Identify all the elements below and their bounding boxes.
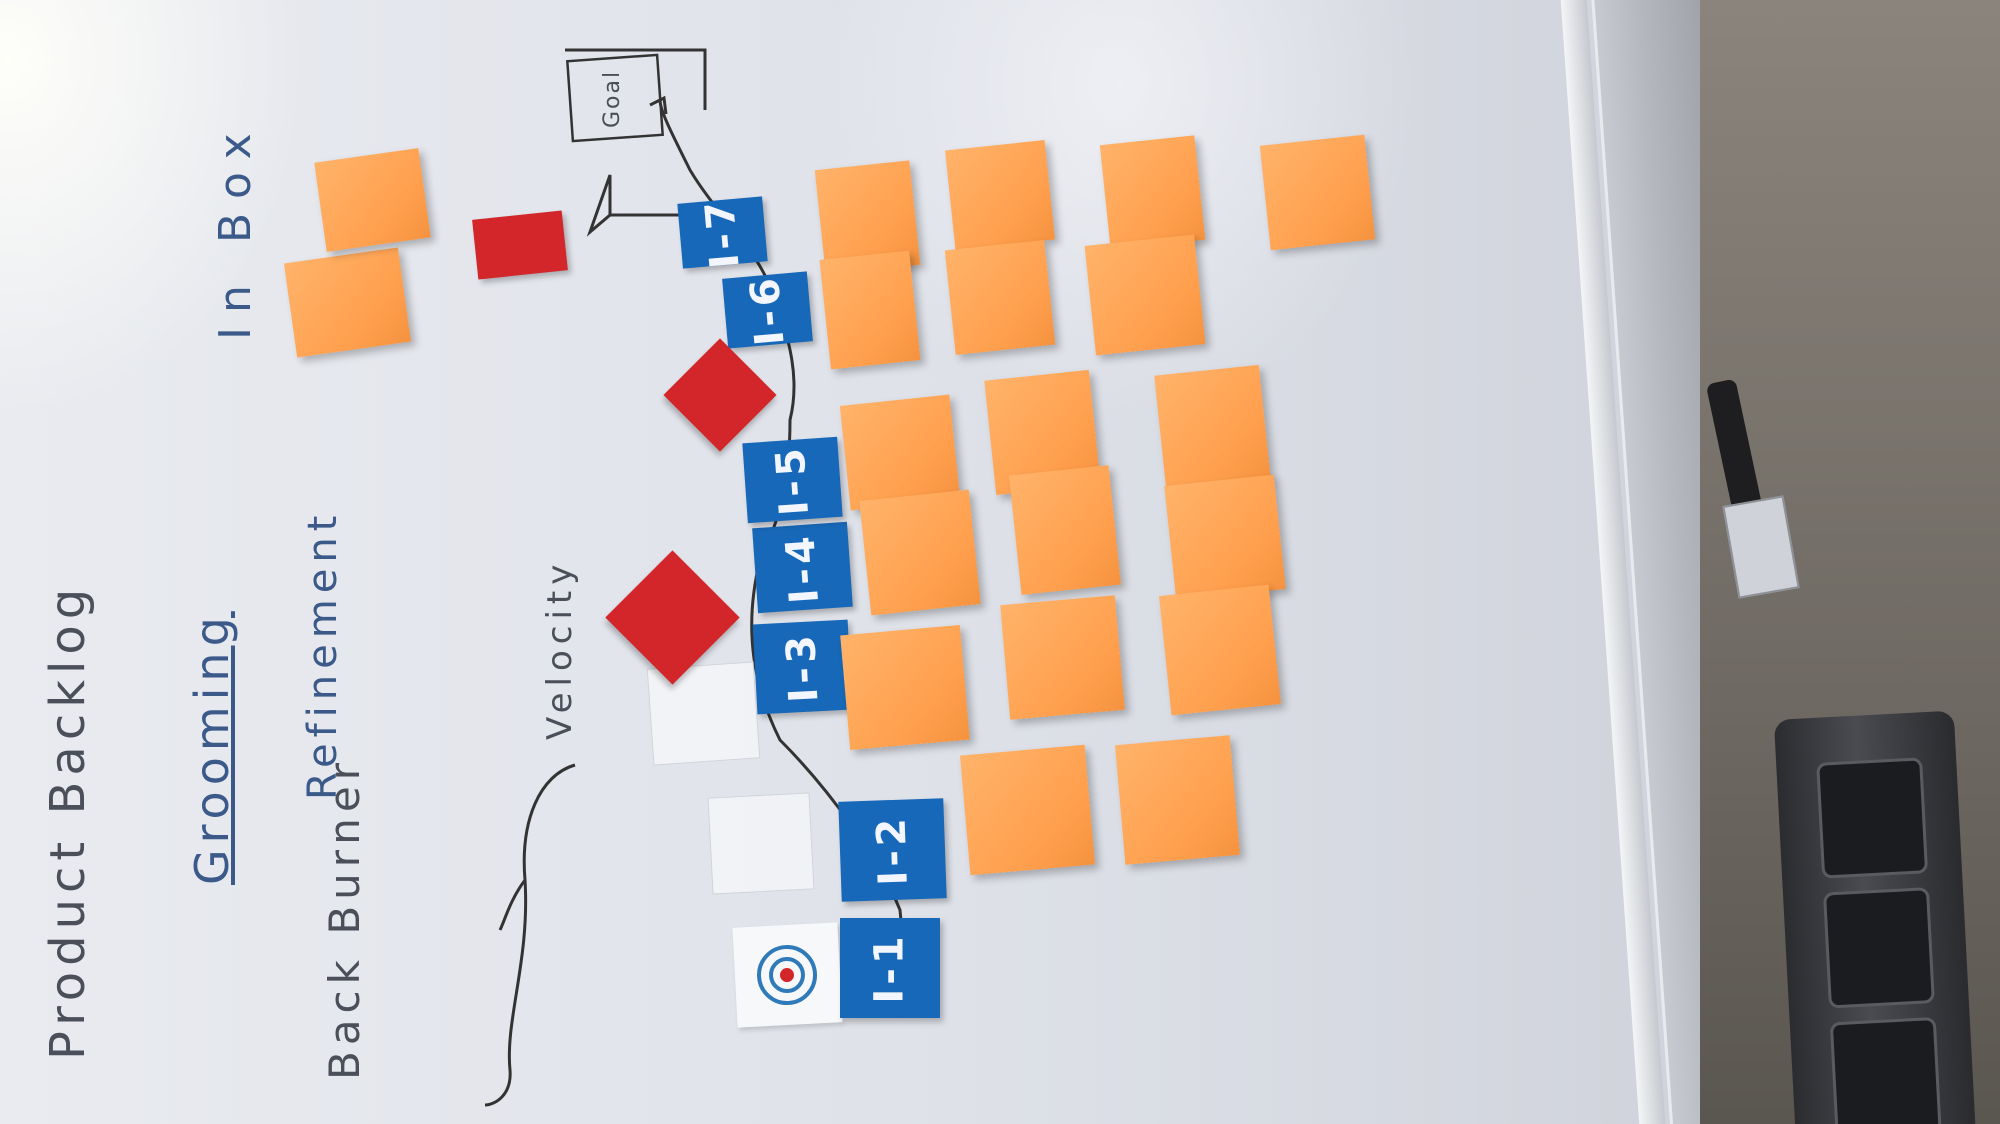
sticky-note [1259, 134, 1376, 251]
clear-placeholder [707, 792, 815, 895]
sticky-note [1009, 465, 1121, 595]
sticky-note [1084, 234, 1206, 356]
iteration-card: I-4 [752, 521, 853, 614]
sticky-note [819, 250, 921, 370]
sticky-note [840, 624, 970, 751]
red-square-note [472, 210, 568, 280]
iteration-card: I-3 [752, 619, 853, 715]
sticky-note [1159, 584, 1281, 716]
sticky-note [283, 247, 412, 358]
sticky-note [1000, 595, 1125, 720]
sticky-note [1164, 474, 1286, 601]
label-goal: Goal [600, 69, 625, 128]
iteration-card: I-1 [840, 918, 940, 1018]
sticky-note [944, 240, 1056, 355]
iteration-card: I-2 [838, 798, 947, 902]
iteration-card: I-6 [722, 271, 813, 349]
sticky-note [1154, 364, 1271, 491]
sticky-note [945, 140, 1055, 250]
sticky-note [859, 489, 981, 616]
sticky-note [1114, 735, 1241, 865]
target-icon [757, 945, 818, 1006]
sticky-note [1099, 135, 1206, 250]
sticky-note [314, 148, 431, 252]
iteration-card: I-7 [677, 195, 768, 270]
light-glare [0, 0, 310, 420]
clear-placeholder [646, 661, 761, 766]
iteration-card: I-5 [742, 436, 843, 524]
sticky-note [960, 744, 1095, 876]
target-card [732, 922, 843, 1028]
